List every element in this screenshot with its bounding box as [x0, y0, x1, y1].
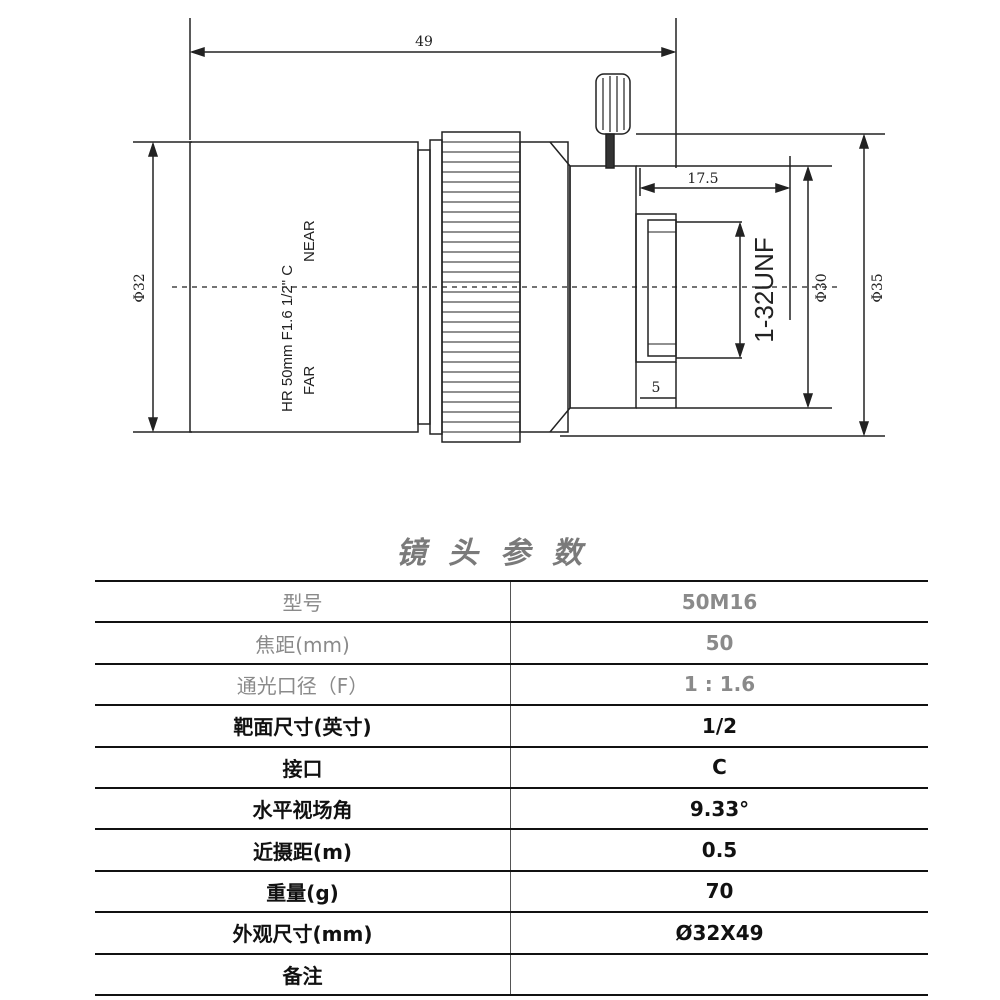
lock-screw-shaft — [605, 133, 615, 169]
lens-marking-near: NEAR — [301, 220, 318, 262]
spec-row: 通光口径（F）1 : 1.6 — [95, 662, 928, 707]
spec-key: 通光口径（F） — [95, 662, 511, 707]
thread-arrow-top — [734, 221, 746, 237]
spec-value: 50 — [510, 621, 928, 665]
phi35-arrow-bottom — [858, 421, 870, 437]
spec-value: 70 — [510, 869, 928, 914]
spec-value — [510, 952, 928, 996]
spec-value: 0.5 — [510, 828, 928, 872]
spec-value: C — [510, 745, 928, 789]
spec-key: 备注 — [95, 952, 511, 996]
arrow-right-49 — [661, 46, 677, 58]
spec-value: 9.33° — [510, 786, 928, 831]
thread-spec-label: 1-32UNF — [749, 237, 779, 342]
c-mount-thread — [635, 213, 677, 363]
spec-row: 备注 — [95, 952, 928, 996]
phi30-arrow-bottom — [802, 393, 814, 409]
lock-screw-knob — [595, 73, 631, 135]
focus-ring-knurling — [442, 141, 520, 433]
phi35-arrow-top — [858, 133, 870, 149]
spec-value: Ø32X49 — [510, 911, 928, 955]
dim-49-label: 49 — [415, 34, 433, 50]
phi32-arrow-top — [147, 141, 159, 157]
spec-value: 1/2 — [510, 704, 928, 748]
arrow-left-49 — [189, 46, 205, 58]
spec-row: 近摄距(m)0.5 — [95, 828, 928, 872]
spec-key: 接口 — [95, 745, 511, 789]
lens-marking-model: HR 50mm F1.6 1/2" C — [279, 265, 296, 412]
phi30-arrow-top — [802, 165, 814, 181]
dim-phi35-label: Φ35 — [870, 273, 886, 302]
lens-marking-far: FAR — [301, 366, 318, 395]
spec-key: 靶面尺寸(英寸) — [95, 704, 511, 748]
spec-key: 型号 — [95, 579, 511, 624]
phi32-arrow-bottom — [147, 417, 159, 433]
dim-phi30-label: Φ30 — [814, 273, 830, 302]
spec-key: 近摄距(m) — [95, 828, 511, 872]
spec-title: 镜头参数 — [396, 536, 604, 571]
dim17-arrow-right — [775, 182, 791, 194]
dim-phi32-label: Φ32 — [132, 273, 148, 302]
dim17-arrow-left — [639, 182, 655, 194]
spec-key: 焦距(mm) — [95, 621, 511, 665]
lock-screw-knurl — [602, 76, 625, 132]
dim-17-5-label: 17.5 — [687, 171, 718, 187]
spec-row: 焦距(mm)50 — [95, 621, 928, 665]
rear-body — [519, 141, 569, 433]
spec-row: 重量(g)70 — [95, 869, 928, 914]
spec-key: 重量(g) — [95, 869, 511, 914]
dim-5-label: 5 — [652, 380, 661, 396]
lens-dimension-drawing: 49 17.5 5 Φ32 Φ30 Φ35 1-32UNF HR 50mm F1… — [132, 18, 886, 443]
spec-row: 外观尺寸(mm)Ø32X49 — [95, 911, 928, 955]
spec-key: 外观尺寸(mm) — [95, 911, 511, 955]
c-mount-thread-inner — [647, 219, 677, 357]
thread-arrow-bottom — [734, 343, 746, 359]
spec-value: 1 : 1.6 — [510, 662, 928, 707]
spec-key: 水平视场角 — [95, 786, 511, 831]
spec-row: 靶面尺寸(英寸)1/2 — [95, 704, 928, 748]
spec-value: 50M16 — [510, 579, 928, 624]
